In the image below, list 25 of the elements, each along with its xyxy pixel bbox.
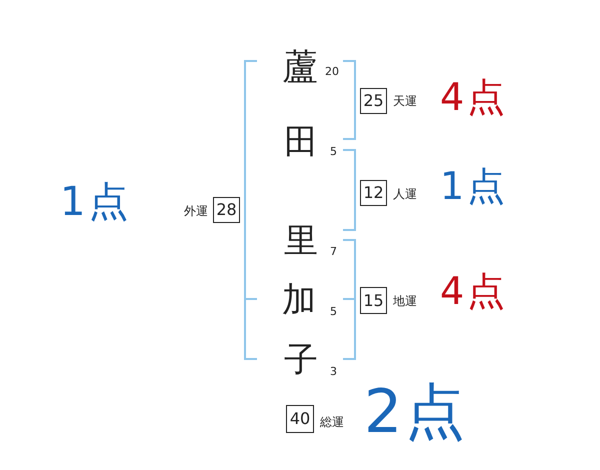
score-text: 1点 <box>60 182 132 222</box>
score-text: 4点 <box>440 78 508 116</box>
stroke-count: 7 <box>330 246 337 257</box>
count-box: 15 <box>360 287 387 314</box>
score-text: 4点 <box>440 272 508 310</box>
count-box: 25 <box>360 88 387 114</box>
stroke-count: 20 <box>325 66 339 77</box>
score-text: 2点 <box>364 382 468 442</box>
fortune-label: 天運 <box>393 95 417 107</box>
name-character: 加 <box>282 283 316 317</box>
fortune-label: 外運 <box>184 205 208 217</box>
stroke-count: 5 <box>330 146 337 157</box>
score-text: 1点 <box>440 167 508 205</box>
fortune-label: 総運 <box>320 416 344 428</box>
name-character: 田 <box>284 125 318 159</box>
stroke-count: 5 <box>330 306 337 317</box>
name-character: 子 <box>284 343 318 377</box>
name-character: 蘆 <box>282 50 318 86</box>
count-box: 40 <box>286 405 314 433</box>
count-box: 28 <box>213 197 240 223</box>
name-character: 里 <box>284 224 318 258</box>
fortune-label: 地運 <box>393 295 417 307</box>
count-box: 12 <box>360 180 387 206</box>
fortune-label: 人運 <box>393 188 417 200</box>
stroke-count: 3 <box>330 366 337 377</box>
